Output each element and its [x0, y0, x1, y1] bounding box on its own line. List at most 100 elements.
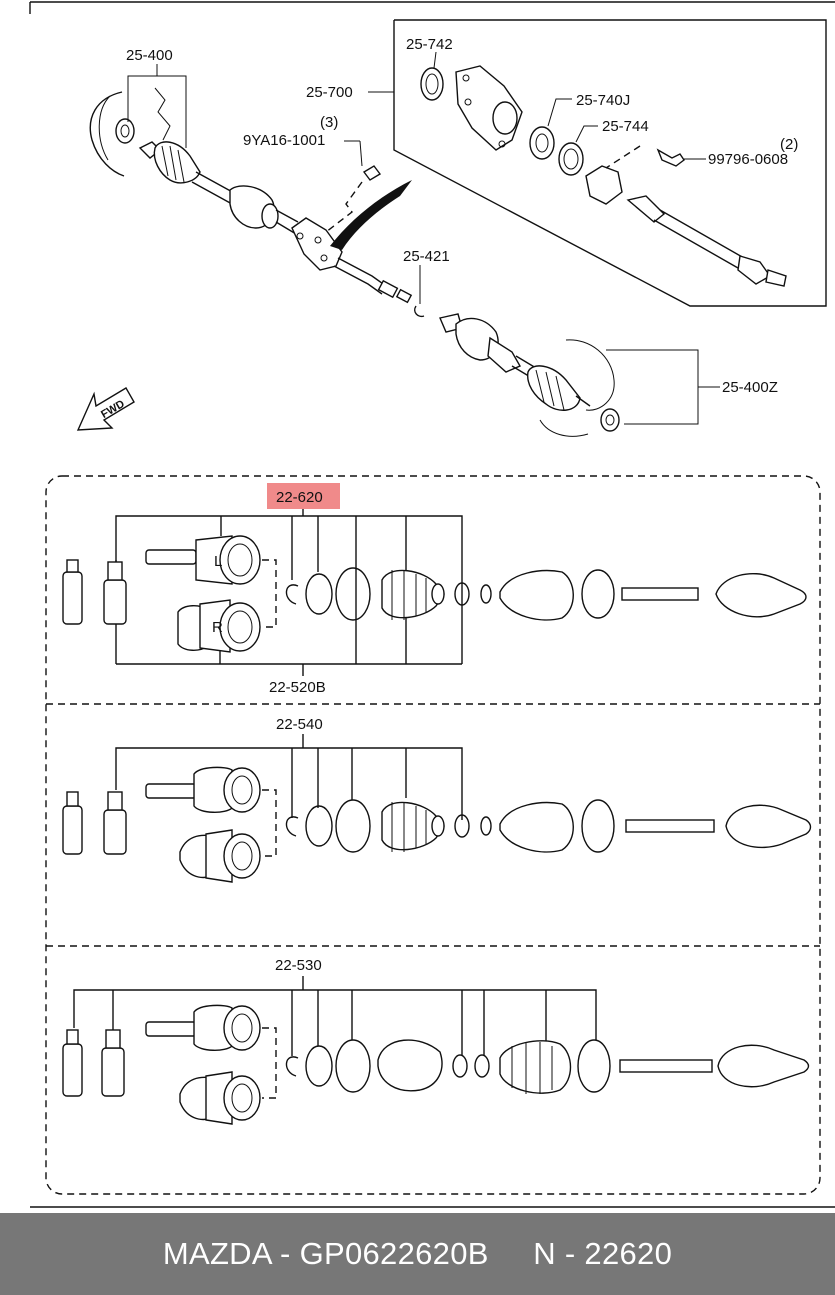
ref-r1-boot [499, 569, 574, 621]
shaft-spline-tip [395, 288, 413, 304]
bracket-22-530 [73, 989, 597, 1040]
boot-band-small-r2 [454, 814, 470, 838]
hub-nut-right-hole [605, 414, 615, 426]
grease-cap-small-2 [66, 791, 79, 807]
fwd-arrow [76, 387, 135, 431]
grease-tube-small-1 [62, 571, 83, 625]
assembly-arrow [330, 180, 412, 250]
ref-r1-shaft [621, 587, 699, 601]
boot-band-large-r3 [335, 1039, 371, 1093]
exploded-parts-diagram: L R [29, 1, 835, 1208]
bearing-25-740j-inner [535, 133, 549, 153]
leader-25-740j [547, 98, 572, 127]
grease-cap-small-1 [66, 559, 79, 573]
box-25-700-outline [393, 19, 827, 307]
circlip-r1 [285, 584, 299, 605]
ref-r2-ring [581, 799, 615, 853]
top-assembly [76, 64, 720, 437]
label-22-620: 22-620 [276, 489, 323, 506]
grease-tube-small-3 [62, 1043, 83, 1097]
joint-lr3-link [262, 1027, 277, 1099]
grease-tube-small-2 [62, 805, 83, 855]
grease-cap-small-3 [66, 1029, 79, 1045]
bracket-b-hole-2 [464, 98, 472, 106]
grease-tube-large-1 [103, 579, 127, 625]
intermediate-shaft [333, 257, 387, 295]
joint-l2-shaft [145, 783, 197, 799]
joint-l3-face-inner [231, 1013, 253, 1043]
bracket-25-400z [606, 349, 699, 425]
grease-cap-large-3 [105, 1029, 121, 1049]
bracket-b-hole-1 [462, 74, 470, 82]
joint-lr2-link [262, 789, 277, 857]
label-22-540: 22-540 [276, 716, 323, 733]
boot-band-large-r2 [335, 799, 371, 853]
bracket-hole-2 [314, 236, 322, 244]
joint-l-letter: L [214, 553, 222, 570]
outer-boot-right [527, 365, 581, 411]
kit-panel-outline [45, 475, 821, 1195]
shaft-right-end [575, 395, 591, 407]
shaft-b-bar [653, 209, 745, 269]
bearing-housing [585, 165, 623, 205]
joint-l3-face [223, 1005, 261, 1051]
grease-tube-large-3 [101, 1047, 125, 1097]
joint-r-face-inner [227, 610, 253, 644]
circlip-r2 [285, 816, 299, 837]
ref-r3-outer-joint [717, 1044, 810, 1088]
joint-r2-face [223, 833, 261, 879]
hub-inner [98, 95, 111, 161]
boot-r2-ribs [391, 802, 427, 852]
joint-r3-face-inner [231, 1083, 253, 1113]
boot-r3-inner [377, 1039, 443, 1092]
bracket-hole-3 [320, 254, 328, 262]
part-number-footer: MAZDA - GP0622620B N - 22620 [0, 1213, 835, 1295]
boot-band-large-r3-2 [577, 1039, 611, 1093]
shaft-spline-end [377, 279, 399, 299]
label-25-740j: 25-740J [576, 92, 630, 109]
joint-l-face [219, 535, 261, 585]
boot-band-small-r3-2 [474, 1054, 490, 1078]
label-99796-qty: (2) [780, 136, 798, 153]
joint-l2-face [223, 767, 261, 813]
boot-r2-neck [431, 815, 445, 837]
label-22-530: 22-530 [275, 957, 322, 974]
label-25-421: 25-421 [403, 248, 450, 265]
joint-r-letter: R [212, 619, 223, 636]
leader-25-744 [575, 125, 598, 143]
leader-9ya16-v [359, 140, 363, 167]
bearing-25-740j [529, 126, 555, 160]
ref-r3-shaft [619, 1059, 713, 1073]
inner-joint-left [261, 203, 279, 229]
boot-band-large-r1 [335, 567, 371, 621]
joint-r2-body [205, 829, 233, 883]
boot-r1-ribs [391, 570, 427, 620]
seal-25-742 [420, 67, 444, 101]
ref-r1-outer-joint [715, 573, 807, 618]
outer-boot-left-ribs [161, 145, 185, 183]
boot-band-small-r1 [454, 582, 470, 606]
bracket-hole-1 [296, 232, 304, 240]
hub-break-line [154, 87, 171, 141]
hub-nut [115, 118, 135, 144]
label-22-520b: 22-520B [269, 679, 326, 696]
shaft-left-end [275, 209, 299, 235]
outer-boot-left [153, 141, 201, 184]
highlight-22-620 [267, 483, 340, 509]
hub-outline [89, 91, 125, 177]
label-9ya16-qty: (3) [320, 114, 338, 131]
label-25-700: 25-700 [306, 84, 353, 101]
ref-r2-boot [499, 801, 574, 853]
joint-lr-link [262, 559, 277, 628]
leader-25-742 [433, 51, 437, 69]
label-99796-0608: 99796-0608 [708, 151, 788, 168]
ref-r2-outer-joint [725, 804, 812, 849]
joint-collar-right [487, 336, 521, 373]
hub-nut-hole [120, 124, 130, 138]
ref-r1-ring [581, 569, 615, 619]
housing-dashed-leader [605, 145, 641, 169]
ref-r2-shaft [625, 819, 715, 833]
knuckle-outline [565, 339, 615, 411]
ref-r2-band [480, 816, 492, 836]
bracket-22-540 [115, 747, 463, 820]
